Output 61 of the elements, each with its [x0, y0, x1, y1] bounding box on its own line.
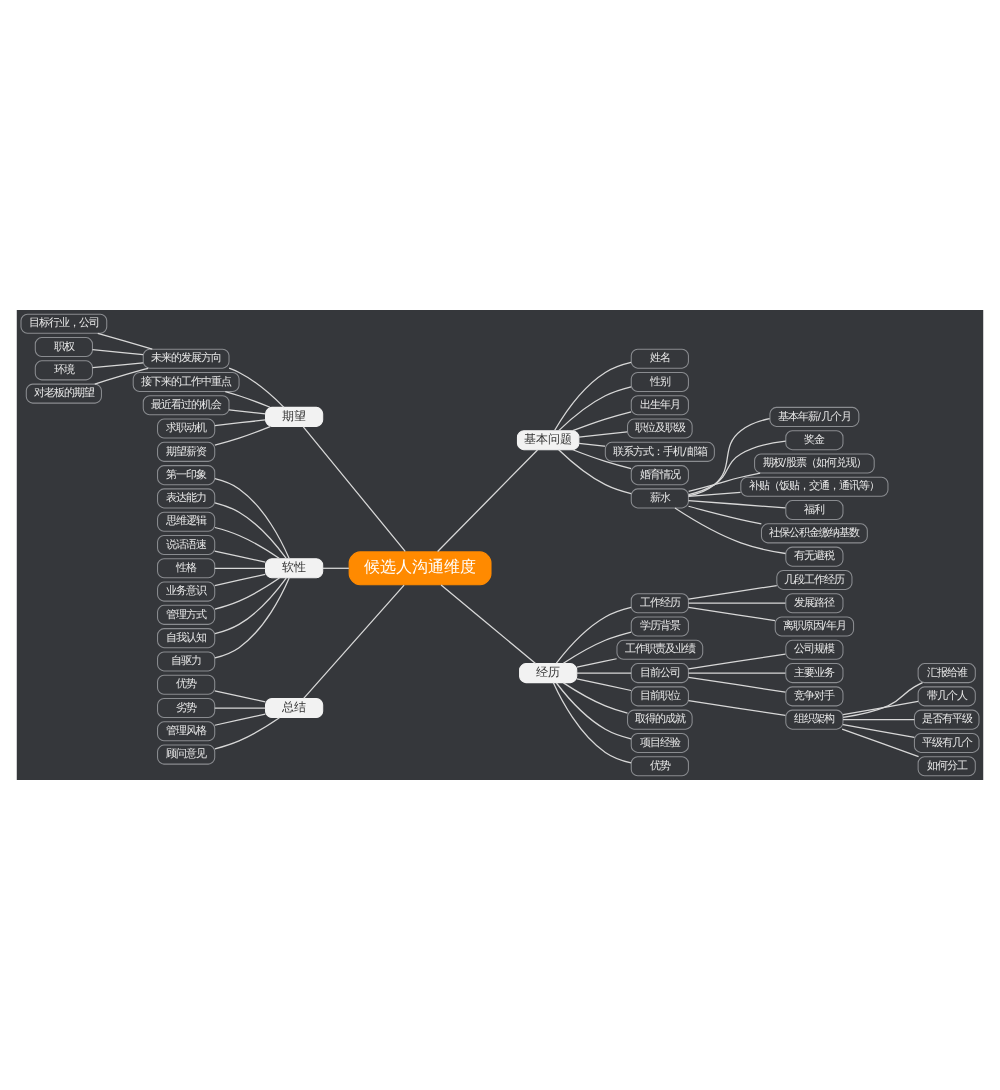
connector — [842, 700, 919, 716]
connector — [214, 567, 266, 569]
connector — [842, 723, 916, 738]
connector — [842, 682, 924, 718]
connector — [687, 653, 787, 670]
connector — [578, 431, 628, 438]
connector — [214, 419, 266, 427]
connector — [576, 672, 632, 674]
connector — [572, 411, 632, 432]
connector — [687, 676, 787, 693]
connector — [440, 584, 537, 665]
connector — [576, 678, 632, 692]
connector — [214, 577, 290, 659]
connector — [228, 409, 267, 415]
connector — [214, 502, 287, 559]
connector — [572, 449, 632, 470]
connector — [214, 526, 281, 560]
connector — [214, 690, 266, 703]
connector — [687, 499, 787, 509]
connector — [214, 573, 266, 587]
connector — [214, 707, 266, 709]
connector — [687, 699, 787, 717]
connector — [214, 478, 290, 560]
connector — [322, 567, 350, 569]
connector — [94, 367, 149, 385]
connector — [224, 390, 271, 408]
connector — [562, 682, 629, 714]
connector — [228, 367, 285, 408]
connector — [91, 362, 144, 369]
connector — [436, 449, 539, 553]
connector — [687, 417, 771, 497]
connector — [674, 507, 787, 555]
connector — [687, 491, 742, 497]
connector — [214, 577, 281, 610]
connector — [91, 349, 144, 356]
connector — [558, 449, 632, 495]
connector — [558, 386, 632, 432]
connector — [554, 361, 632, 431]
connector — [214, 550, 266, 563]
connector — [687, 440, 787, 496]
connector — [214, 425, 271, 446]
connector — [576, 658, 618, 668]
connector — [687, 602, 787, 604]
connector — [555, 682, 632, 740]
connector — [841, 728, 920, 758]
connector — [214, 577, 287, 635]
connector — [688, 472, 761, 493]
connector — [555, 606, 632, 664]
connector — [552, 682, 632, 764]
connector — [214, 717, 281, 750]
connector — [687, 672, 787, 674]
connector — [302, 426, 406, 553]
connector — [687, 505, 762, 525]
connector — [578, 442, 606, 447]
connector — [687, 584, 778, 600]
connector — [842, 719, 916, 721]
connector — [562, 631, 632, 664]
connector — [214, 713, 266, 726]
connector — [687, 606, 776, 622]
connector — [303, 584, 405, 700]
connector — [97, 332, 153, 350]
